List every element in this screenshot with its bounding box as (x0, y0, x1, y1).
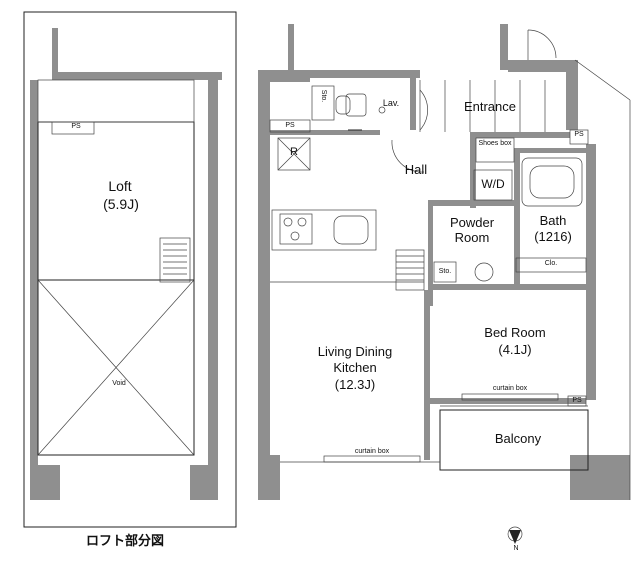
loft-wall-top (52, 72, 222, 80)
loft-label: Loft (108, 178, 132, 194)
wall-top-stub-right (500, 24, 508, 70)
loft-stair (395, 249, 425, 291)
ps-bed-label: PS (572, 397, 582, 404)
entrance-door-swing (527, 29, 557, 59)
ps-top-label: PS (285, 122, 295, 129)
toilet-bowl (335, 95, 351, 115)
loft-void-area (37, 279, 195, 456)
shoes-box (475, 137, 515, 163)
curtain-box-bed-label: curtain box (492, 385, 528, 392)
curtain-box-ldk-label: curtain box (354, 448, 390, 455)
loft-ps-label: PS (71, 123, 81, 130)
powder-room-label: Powder Room (449, 215, 495, 245)
ps-right-box (569, 129, 589, 145)
wall-bottom-right (570, 455, 630, 500)
ldk-size: (12.3J) (334, 377, 376, 392)
loft-upper-area (37, 79, 195, 123)
bath-size: (1216) (534, 229, 572, 244)
entrance-label: Entrance (463, 99, 517, 114)
wall-powder-top (428, 200, 514, 206)
wall-left (258, 70, 270, 500)
wash-basin (474, 262, 494, 282)
wall-bottom-left (258, 455, 280, 500)
loft-wall-bottom-left (30, 465, 60, 500)
toilet-tank (345, 93, 367, 117)
bed-room-label: Bed Room (484, 325, 546, 340)
wall-bath-top (520, 148, 586, 153)
bathtub (521, 157, 583, 207)
wall-right (586, 144, 596, 400)
ps-top-box (269, 119, 311, 133)
loft-wall-right (208, 80, 218, 500)
wall-top-lav (310, 70, 420, 78)
refrigerator (277, 137, 311, 171)
loft-wall-left (30, 80, 38, 500)
sto-top-label: Sto. (320, 89, 328, 103)
loft-sheet-frame (23, 11, 237, 528)
ps-right-label: PS (574, 131, 584, 138)
ldk-label-line1: Living Dining (317, 344, 393, 359)
wall-right-upper (566, 60, 578, 130)
wall-top-stub-left (288, 24, 294, 70)
loft-caption: ロフト部分図 (85, 533, 164, 548)
kitchen-sink (333, 215, 369, 245)
shoes-box-label: Shoes box (478, 140, 512, 147)
wall-ldk-bed (424, 290, 430, 460)
wall-lav-entrance (410, 78, 416, 130)
wall-kitchen-top (270, 130, 380, 135)
loft-wall-top-left (52, 28, 58, 72)
refrigerator-label: R (290, 146, 298, 158)
loft-ladder (159, 237, 191, 283)
wall-powder-left (428, 206, 433, 306)
unit-plan (258, 24, 631, 544)
balcony-area (439, 409, 589, 471)
closet-label: Clo. (544, 260, 558, 267)
compass-icon (507, 526, 523, 544)
compass-north-label: N (513, 545, 519, 552)
loft-wall-bottom-right (190, 465, 218, 500)
ldk-label-line2: Kitchen (333, 360, 377, 375)
washer-dryer-space (473, 169, 513, 201)
loft-size: (5.9J) (103, 196, 139, 212)
loft-plan (23, 11, 237, 528)
curtain-box-bed (461, 393, 559, 401)
exterior-line-top (574, 59, 631, 101)
wall-bed-top (433, 284, 586, 290)
wall-entrance-bottom (470, 132, 570, 138)
wd-label: W/D (481, 177, 505, 191)
sto-top-box (311, 85, 335, 121)
lav-label: Lav. (382, 98, 400, 108)
loft-void-label: Void (112, 380, 126, 387)
loft-void-diagonal-2 (37, 279, 195, 456)
balcony-label: Balcony (494, 431, 542, 446)
kitchen-counter (271, 209, 377, 251)
sto-powder-label: Sto. (438, 268, 452, 275)
closet (515, 257, 587, 273)
lav-sink (378, 106, 386, 114)
sto-powder-box (433, 261, 457, 283)
wall-bed-bottom (430, 398, 586, 404)
wall-bath-left (514, 148, 520, 288)
loft-ps-box (51, 121, 95, 135)
bath-label: Bath (539, 213, 567, 228)
wall-hall-right (470, 138, 476, 208)
bed-room-size: (4.1J) (498, 342, 532, 357)
hall-label: Hall (404, 162, 428, 177)
wall-top-left (258, 70, 310, 82)
stove (279, 213, 313, 245)
wall-top-right (508, 60, 566, 72)
curtain-box-ldk (323, 455, 421, 463)
